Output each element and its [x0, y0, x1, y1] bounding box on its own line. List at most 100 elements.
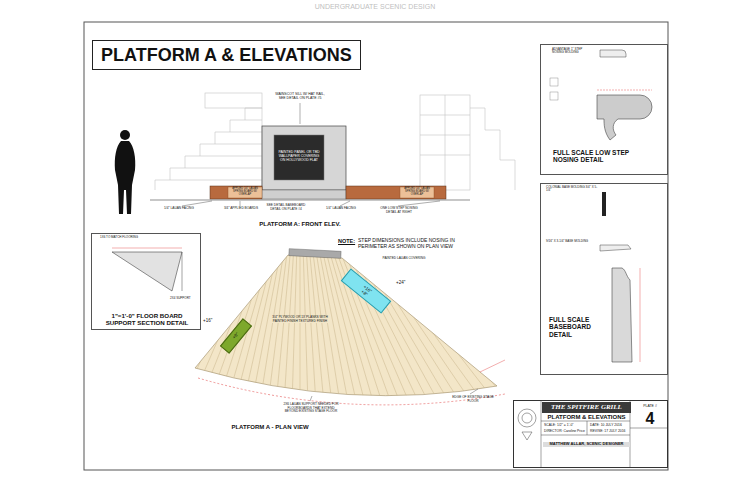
plank-line	[53, 150, 300, 490]
annotation-label: 2X4 SUPPORT	[170, 297, 198, 300]
figure-head	[120, 130, 130, 140]
leader-line	[340, 201, 350, 206]
annotation-label: 2X6 LAUAN SUPPORT NEEDED FOR FLOORBOARDS…	[282, 403, 340, 414]
nosing-detail-box: FULL SCALE LOW STEP NOSING DETAIL	[540, 44, 668, 175]
upstage-wall	[289, 249, 341, 259]
annotation-label: ONE LOW STEP NOSING DETAIL AT RIGHT	[378, 207, 420, 214]
annotation-label: STEP DIMENSIONS INCLUDE NOSING IN PERIME…	[358, 238, 468, 250]
plank-line	[300, 150, 442, 498]
rule	[630, 428, 668, 429]
annotation-label: PAINTED PANEL OR TBD WALLPAPER COVERING …	[277, 150, 321, 162]
node-text: DIRECTOR: Caroline Price	[544, 430, 587, 434]
annotation-label: PLATFORM A: FRONT ELEV.	[240, 221, 360, 228]
leader-line	[310, 396, 312, 401]
title-block: THE SPITFIRE GRILLPLATFORM & ELEVATIONS S…	[513, 400, 668, 468]
annotation-label: +24"	[396, 280, 412, 285]
node-text: SCALE: 1/2" = 1'-0"	[544, 424, 587, 428]
plank-line	[300, 150, 326, 498]
hollywood-flat	[262, 126, 346, 190]
painted-panel	[274, 135, 324, 180]
baseboard-detail-box: FULL SCALE BASEBOARD DETAIL	[540, 183, 668, 375]
node-text: 1"=1'-0" FLOOR BOARD SUPPORT SECTION DET…	[100, 312, 194, 326]
sheet-title: PLATFORM A & ELEVATIONS	[92, 40, 361, 70]
support-edge	[182, 252, 183, 291]
plank-line	[300, 150, 340, 498]
rule	[587, 421, 588, 435]
node-text: THE SPITFIRE GRILL	[542, 402, 631, 413]
stage-floor-line	[150, 200, 470, 201]
plank-line	[300, 150, 491, 498]
support-section	[112, 252, 182, 291]
stair-treads	[170, 120, 262, 180]
plank-line	[287, 150, 300, 498]
annotation-label: 1/4" LAUAN FACING	[322, 207, 360, 211]
platform-facing	[346, 186, 446, 199]
plank-line	[98, 150, 300, 498]
floor-planks	[53, 150, 597, 498]
stage-edge-line	[198, 378, 505, 405]
leader-line	[182, 201, 212, 206]
node-text: PLATFORM & ELEVATIONS	[542, 414, 631, 421]
baseboard	[262, 190, 346, 199]
plank-line	[300, 150, 404, 498]
node-text: MATTHEW ALLAR, SCENIC DESIGNER	[543, 442, 630, 447]
annotation-label: APPLIED 1/4" LAUAN SPRING BOARD W/ OVERL…	[229, 188, 261, 197]
leader-line	[240, 201, 241, 206]
dimension-line	[597, 90, 652, 91]
plank-line	[300, 150, 525, 498]
annotation-label: 1X6 TO MATCH FLOORING	[100, 236, 150, 239]
plank-line	[300, 150, 392, 498]
plank-line	[300, 150, 313, 498]
annotation-label: SEE DETAIL BASEBOARD DETAIL ON PLATE #4	[266, 204, 306, 211]
dimension-line	[640, 268, 641, 362]
node-text: DATE: 10 JULY 2016	[590, 424, 630, 428]
leader-line	[300, 103, 301, 124]
plank-line	[300, 150, 536, 497]
elevation-leaders	[182, 201, 440, 206]
profile-key	[550, 78, 558, 86]
annotation-label: UNDERGRADUATE SCENIC DESIGN	[275, 3, 475, 11]
plank-line	[300, 150, 514, 498]
plank-line	[221, 150, 300, 498]
plank-line	[300, 150, 455, 498]
union-logo	[518, 409, 536, 427]
rule	[541, 421, 630, 422]
plank-line	[274, 150, 300, 498]
annotation-label: 3/4" APPLIED BOARDS	[222, 207, 260, 211]
spring-board-panel	[400, 187, 434, 198]
plank-line	[300, 150, 366, 498]
sheet-border	[84, 22, 668, 470]
nosing-profile	[597, 95, 652, 140]
right-wall	[420, 95, 470, 190]
node-text: 4	[632, 410, 668, 428]
annotation-label: EDGE OF EXISTING STAGE FLOOR	[452, 396, 494, 403]
profile-key	[550, 92, 558, 100]
plank-line	[300, 150, 417, 498]
right-stair	[470, 108, 515, 190]
plank-line	[300, 150, 578, 465]
node-text: PLATE #	[632, 404, 668, 408]
plank-line	[170, 150, 300, 498]
annotation-label: NOTE:	[338, 238, 358, 244]
dimension-line	[112, 248, 182, 249]
upper-landing	[205, 93, 262, 108]
annotation-label: APPLIED 1/4" LAUAN SPRING BOARD W/ OVERL…	[401, 188, 433, 197]
annotation-label: ADVANTAGE 1" STEP NOSING MOLDING	[552, 48, 594, 55]
leader-line	[398, 201, 440, 206]
plank-line	[86, 150, 300, 498]
plank-line	[300, 150, 353, 498]
title-block-lines	[518, 400, 668, 468]
plank-line	[300, 150, 479, 498]
plank-line	[300, 150, 379, 498]
step-height: +8"	[232, 332, 240, 340]
plank-line	[300, 150, 557, 482]
nosing-sketch	[600, 50, 626, 57]
human-figure	[115, 130, 136, 214]
left-stair	[155, 108, 262, 190]
annotation-label: WAINSCOT SILL W/ HAT RAIL, SEE DETAIL ON…	[272, 92, 328, 100]
platform-facing	[210, 186, 262, 199]
plank-line	[300, 150, 467, 498]
annotation-label: 9/16" X 3-1/4" BASE MOLDING	[546, 240, 598, 243]
